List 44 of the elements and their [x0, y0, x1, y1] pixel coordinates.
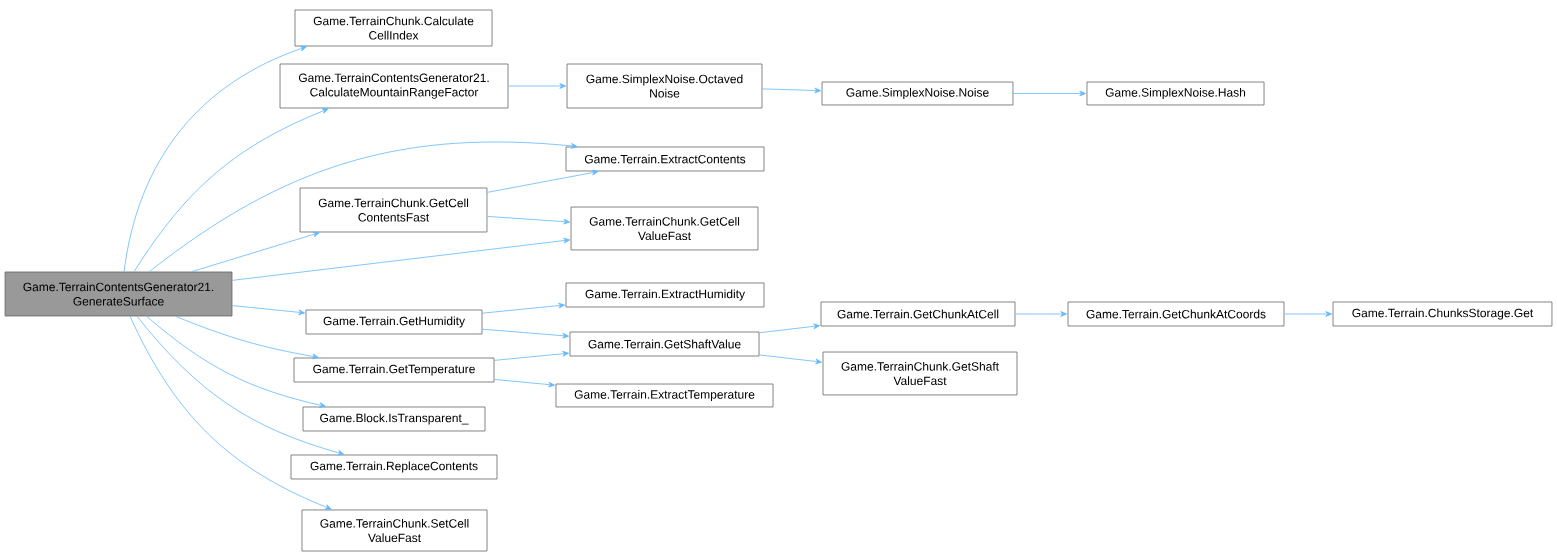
arrow — [487, 169, 599, 193]
function-box: Game.Terrain.ChunksStorage.Get — [1332, 301, 1553, 327]
function-box: Game.SimplexNoise.Octaved Noise — [566, 63, 763, 109]
function-box: Game.SimplexNoise.Hash — [1086, 81, 1265, 106]
arrow — [759, 323, 820, 334]
arrow — [175, 316, 319, 360]
function-box: Game.Terrain.ExtractTemperature — [555, 383, 774, 408]
function-box: Game.TerrainChunk.GetCell ContentsFast — [299, 187, 488, 233]
arrow — [123, 45, 307, 272]
function-box: Game.TerrainChunk.GetCell ValueFast — [570, 206, 759, 251]
function-box: Game.Block.IsTransparent_ — [302, 406, 486, 432]
function-box: Game.SimplexNoise.Noise — [821, 81, 1014, 106]
arrow — [129, 316, 332, 510]
arrow — [482, 328, 569, 339]
arrow — [761, 87, 821, 94]
arrow — [1012, 90, 1086, 97]
function-box: Game.Terrain.GetTemperature — [293, 357, 495, 383]
function-box: Game.Terrain.GetHumidity — [305, 309, 483, 335]
function-box: Game.TerrainChunk.SetCell ValueFast — [301, 509, 488, 552]
arrow — [487, 216, 570, 225]
function-box: Game.Terrain.GetChunkAtCell — [820, 301, 1016, 327]
function-box: Game.Terrain.ExtractContents — [565, 146, 765, 172]
arrow — [232, 305, 305, 316]
arrow — [494, 379, 555, 388]
arrow — [1284, 311, 1332, 317]
function-box: Game.TerrainChunk.GetShaft ValueFast — [822, 351, 1018, 396]
function-box: Game.TerrainContentsGenerator21. GenerateSurface — [4, 271, 233, 317]
function-box: Game.Terrain.ReplaceContents — [290, 454, 498, 480]
arrow — [133, 108, 329, 272]
arrow — [1015, 311, 1067, 317]
arrow — [146, 316, 326, 408]
arrow — [508, 83, 566, 89]
function-box: Game.Terrain.GetShaftValue — [569, 331, 760, 357]
arrow — [149, 141, 578, 272]
arrow — [191, 231, 320, 272]
function-box: Game.TerrainChunk.Calculate CellIndex — [294, 9, 493, 47]
function-box: Game.Terrain.ExtractHumidity — [565, 282, 765, 308]
arrow — [482, 302, 565, 314]
arrow — [136, 316, 345, 456]
arrow — [759, 354, 822, 365]
arrow — [494, 350, 569, 361]
function-box: Game.Terrain.GetChunkAtCoords — [1067, 301, 1285, 327]
arrow — [232, 237, 570, 281]
function-box: Game.TerrainContentsGenerator21. CalculateMountainRangeFactor — [279, 63, 509, 109]
